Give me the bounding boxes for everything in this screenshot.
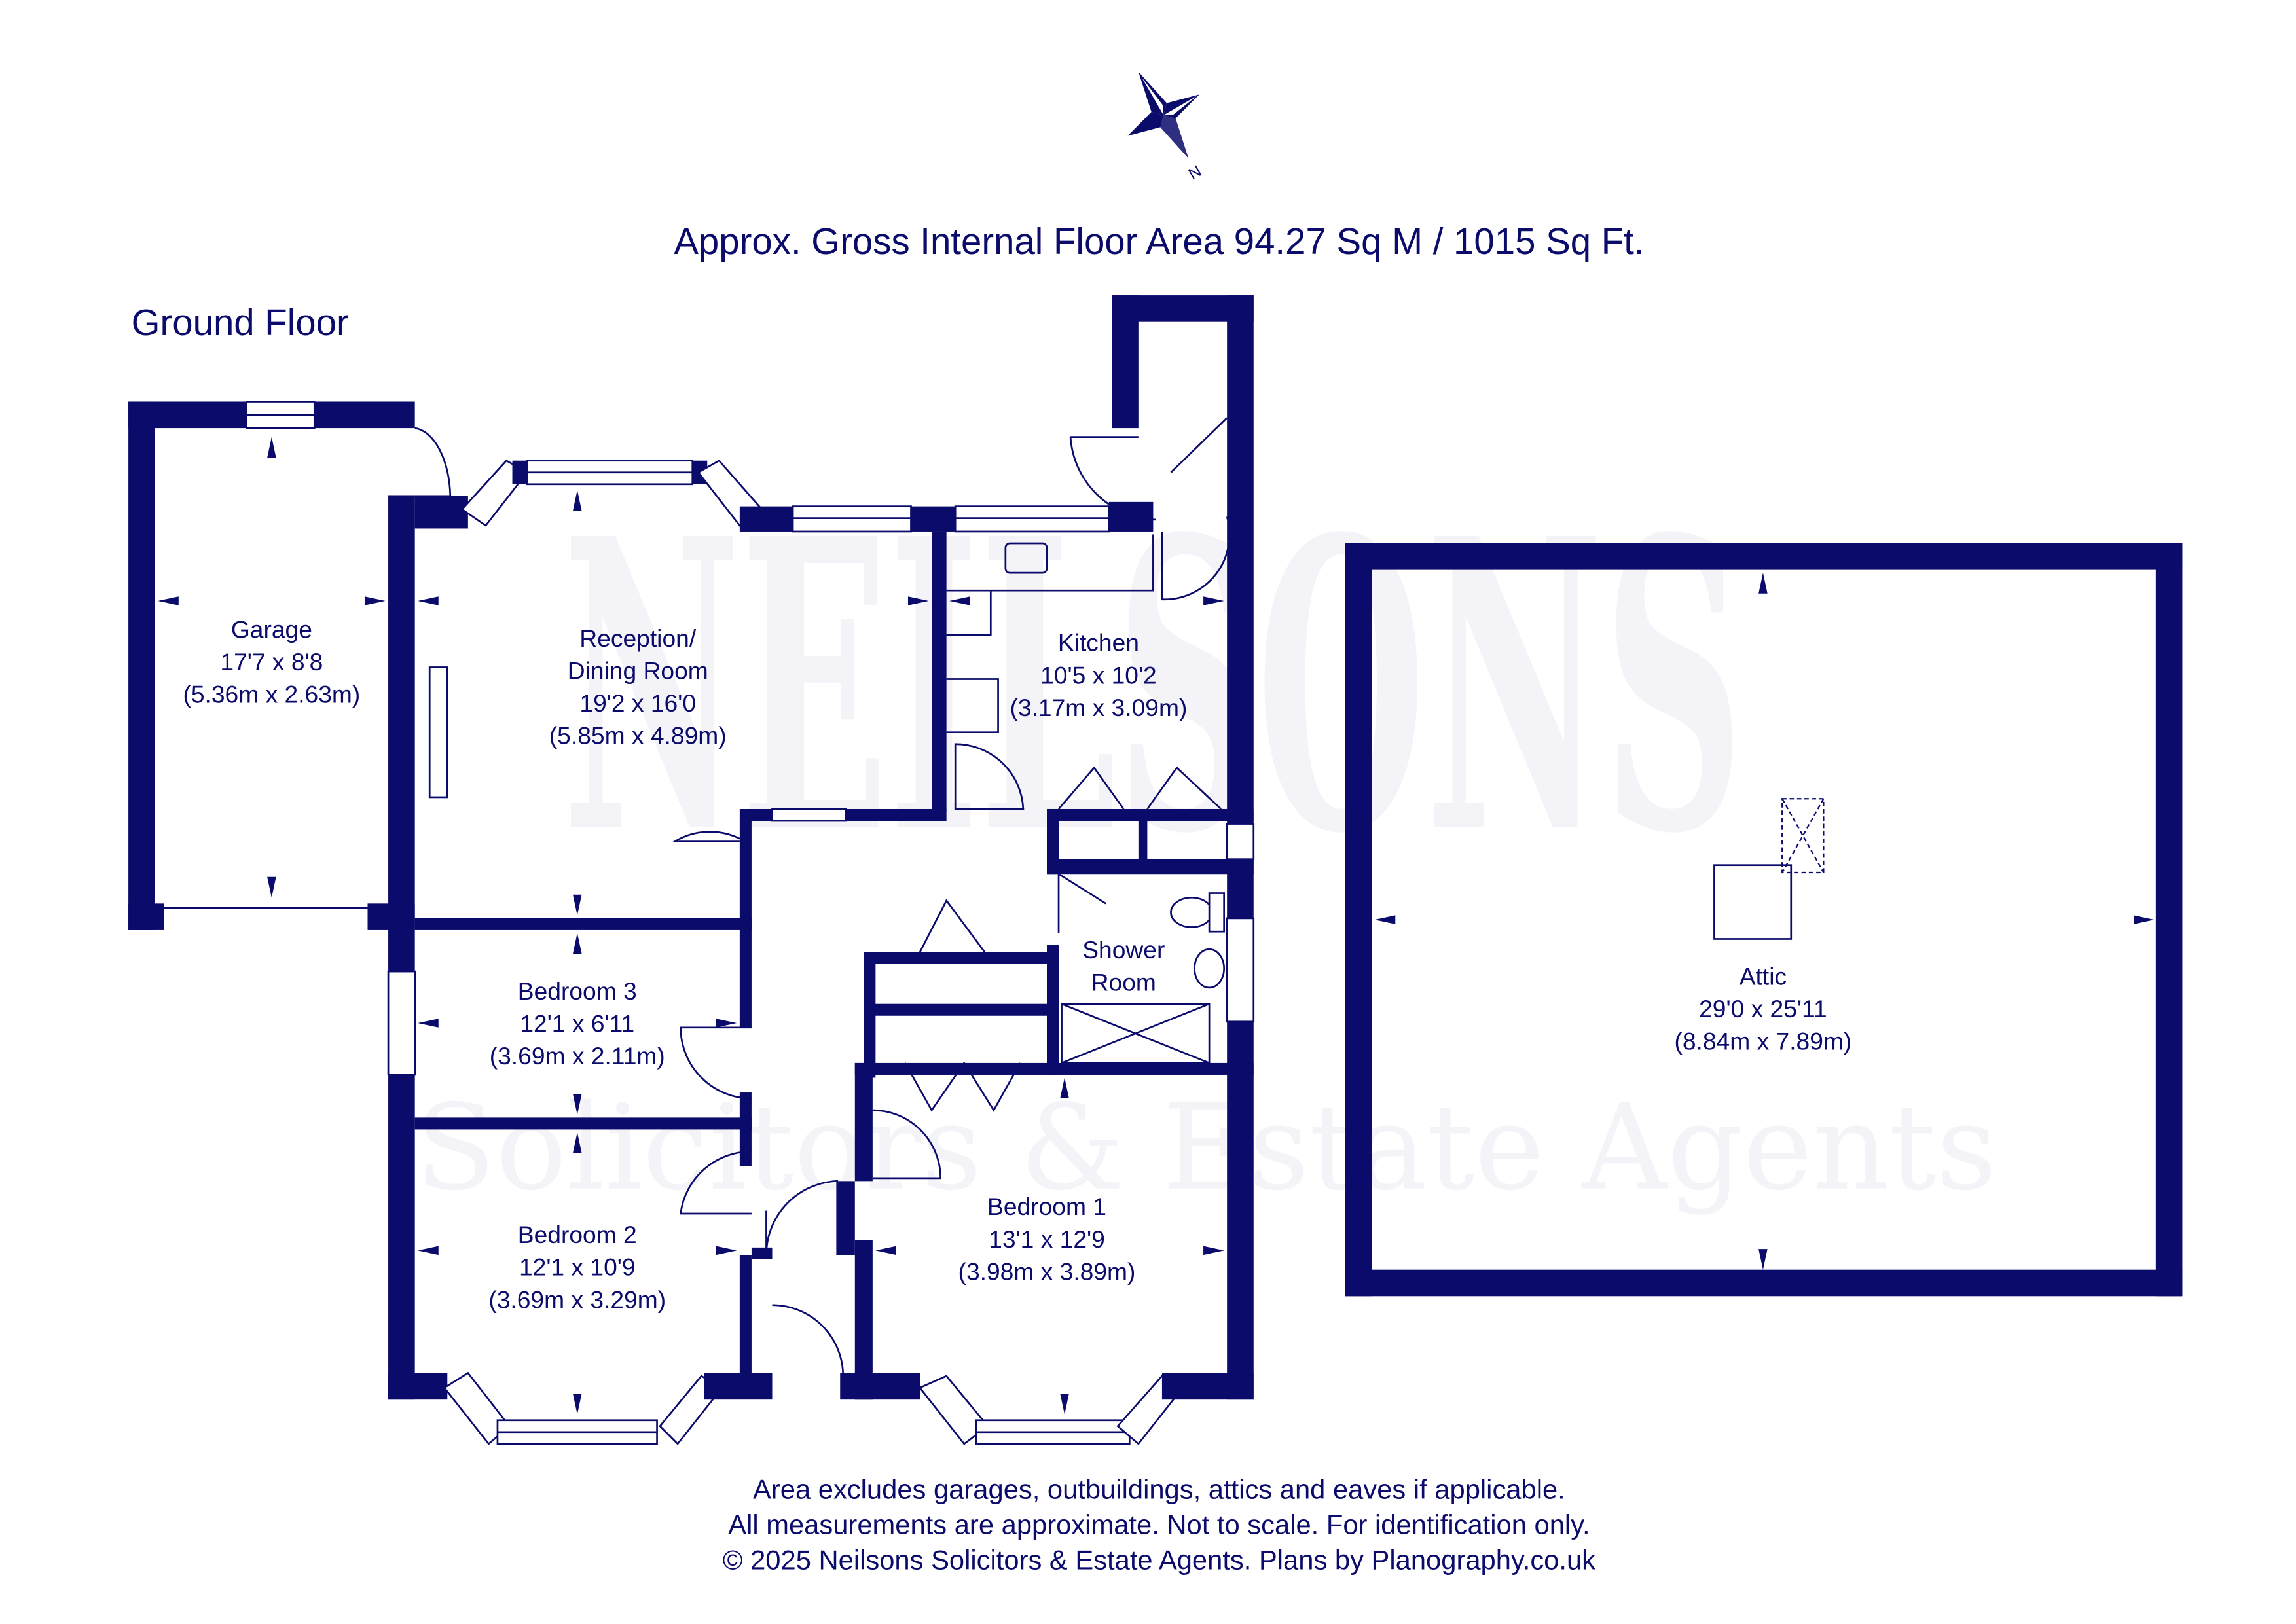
room-imperial: 17'7 x 8'8 xyxy=(220,648,323,676)
room-name: Garage xyxy=(231,615,312,643)
attic-walls xyxy=(1345,543,2183,1297)
room-reception: Reception/ Dining Room 19'2 x 16'0 (5.85… xyxy=(549,624,727,749)
room-imperial: 12'1 x 10'9 xyxy=(519,1254,636,1281)
room-name: Attic xyxy=(1740,962,1787,990)
room-attic: Attic 29'0 x 25'11 (8.84m x 7.89m) xyxy=(1674,962,1851,1055)
watermark-tagline: Solicitors & Estate Agents xyxy=(415,1079,1997,1217)
roof-window xyxy=(1781,798,1825,874)
dimension-arrows xyxy=(158,437,2155,1415)
room-bedroom2: Bedroom 2 12'1 x 10'9 (3.69m x 3.29m) xyxy=(488,1221,666,1313)
attic-hatch xyxy=(1713,864,1793,940)
room-metric: (5.85m x 4.89m) xyxy=(549,722,727,749)
room-name: Bedroom 2 xyxy=(518,1221,637,1248)
room-shower: Shower Room xyxy=(1082,936,1165,996)
room-name: Kitchen xyxy=(1058,629,1139,657)
room-name: Shower xyxy=(1082,936,1165,964)
floor-area-title: Approx. Gross Internal Floor Area 94.27 … xyxy=(674,221,1644,262)
ground-floor-walls xyxy=(128,295,1255,1445)
room-imperial: 12'1 x 6'11 xyxy=(520,1010,634,1038)
room-garage: Garage 17'7 x 8'8 (5.36m x 2.63m) xyxy=(183,615,360,708)
room-name: Bedroom 1 xyxy=(987,1193,1106,1220)
compass-label: N xyxy=(1186,162,1205,183)
floor-label: Ground Floor xyxy=(132,302,349,343)
footer-line-2: All measurements are approximate. Not to… xyxy=(728,1509,1590,1540)
room-imperial: 19'2 x 16'0 xyxy=(579,689,696,717)
room-imperial: 10'5 x 10'2 xyxy=(1040,661,1157,689)
room-imperial: 29'0 x 25'11 xyxy=(1699,995,1827,1022)
footer-notes: Area excludes garages, outbuildings, att… xyxy=(723,1473,1595,1575)
room-name-line2: Dining Room xyxy=(568,657,708,685)
room-name: Bedroom 3 xyxy=(518,977,637,1005)
room-metric: (5.36m x 2.63m) xyxy=(183,681,360,708)
room-metric: (3.69m x 3.29m) xyxy=(488,1286,666,1313)
room-kitchen: Kitchen 10'5 x 10'2 (3.17m x 3.09m) xyxy=(1010,629,1188,721)
room-bedroom3: Bedroom 3 12'1 x 6'11 (3.69m x 2.11m) xyxy=(490,977,665,1070)
footer-line-1: Area excludes garages, outbuildings, att… xyxy=(753,1473,1565,1504)
room-bedroom1: Bedroom 1 13'1 x 12'9 (3.98m x 3.89m) xyxy=(958,1193,1136,1285)
room-metric: (8.84m x 7.89m) xyxy=(1674,1028,1851,1055)
room-metric: (3.69m x 2.11m) xyxy=(490,1042,665,1070)
room-imperial: 13'1 x 12'9 xyxy=(989,1225,1105,1253)
room-name: Reception/ xyxy=(579,624,697,652)
room-name-line2: Room xyxy=(1091,968,1156,996)
room-metric: (3.17m x 3.09m) xyxy=(1010,694,1188,721)
room-metric: (3.98m x 3.89m) xyxy=(958,1257,1136,1285)
compass-icon: N xyxy=(1127,71,1205,184)
footer-line-3: © 2025 Neilsons Solicitors & Estate Agen… xyxy=(723,1545,1595,1576)
